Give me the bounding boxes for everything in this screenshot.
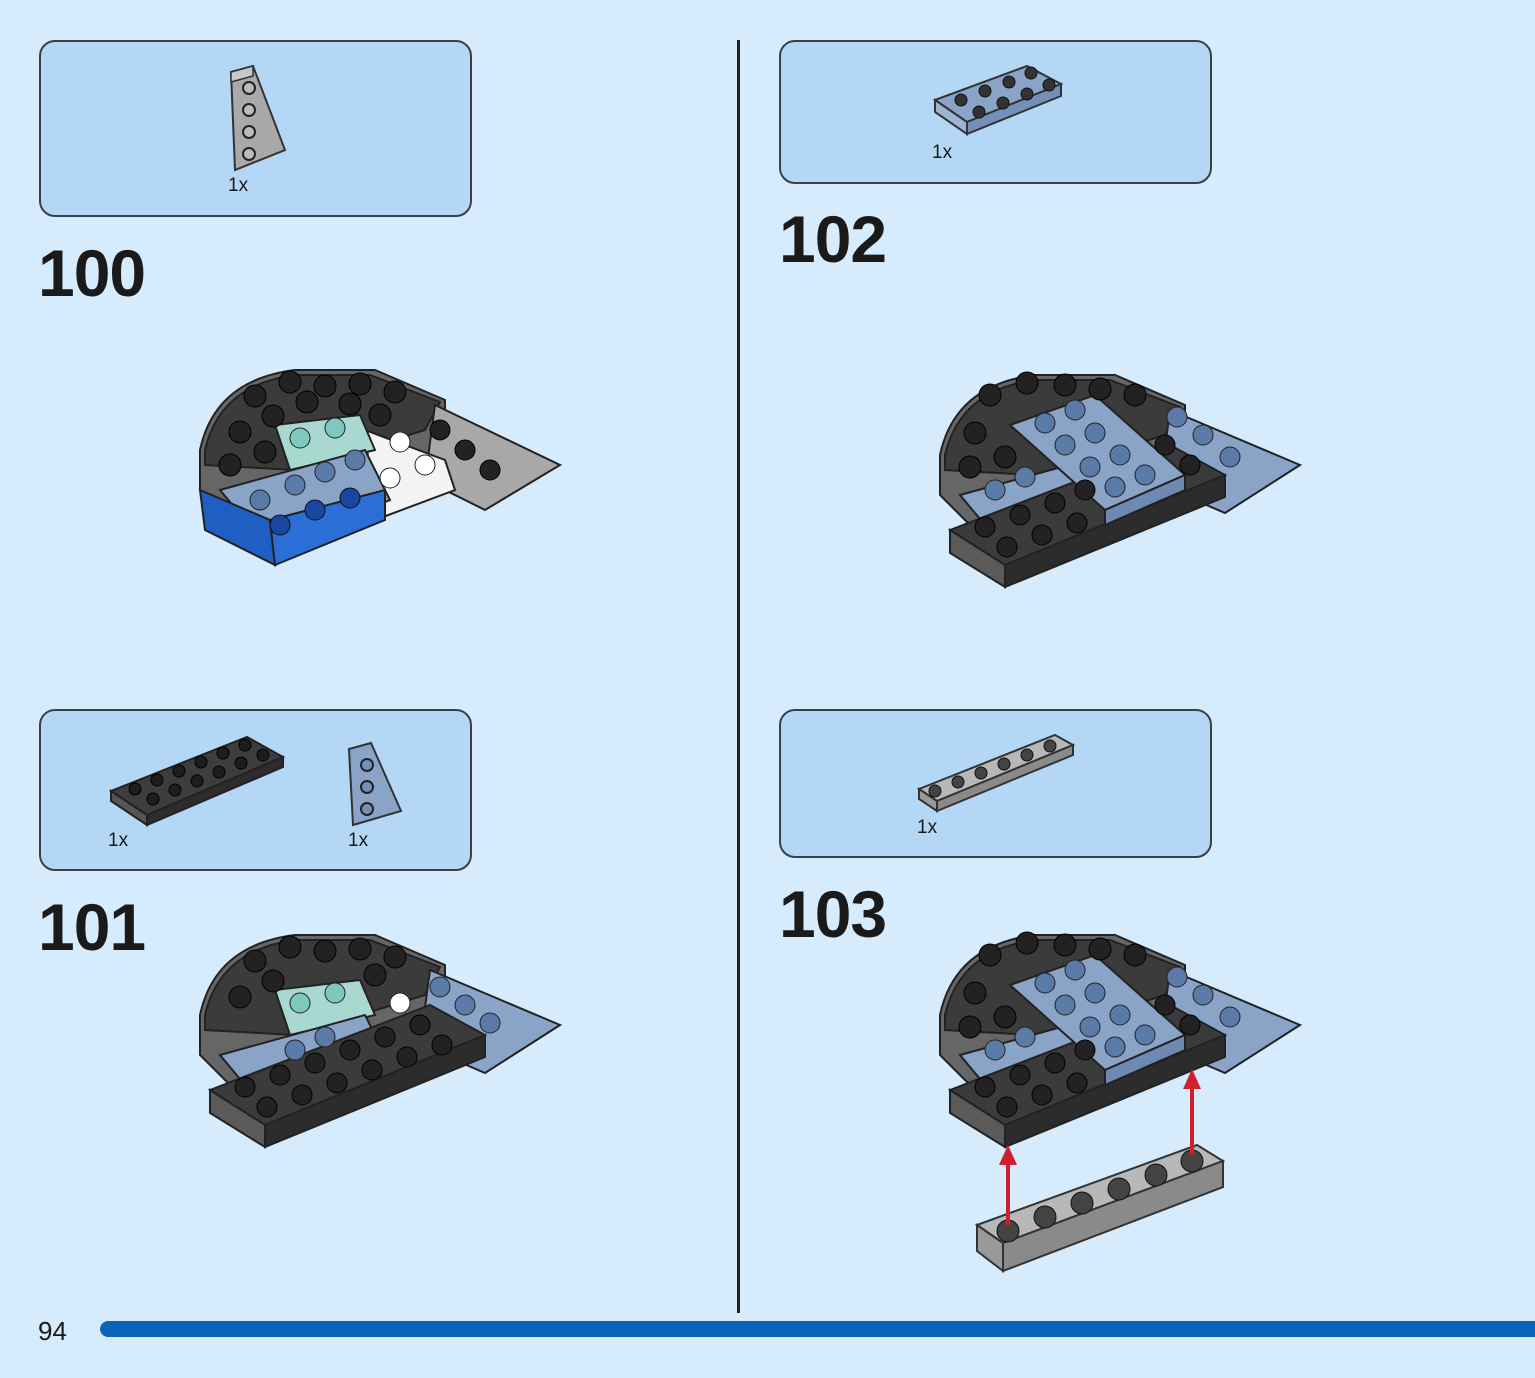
arrow-up-icon	[999, 1145, 1017, 1225]
step-number-102: 102	[779, 202, 887, 276]
step-number-101: 101	[38, 890, 146, 964]
part-quantity: 1x	[348, 830, 369, 851]
progress-bar	[100, 1321, 1535, 1337]
progress-bar-fill	[100, 1321, 1535, 1337]
wedge-plate-light-gray-icon	[229, 64, 287, 172]
part-quantity: 1x	[108, 830, 129, 851]
column-divider	[737, 40, 740, 1313]
step-number-100: 100	[38, 236, 146, 310]
plate-2x4-sand-blue-icon	[932, 64, 1064, 136]
part-quantity: 1x	[228, 175, 249, 196]
step-number-103: 103	[779, 877, 887, 951]
plate-2x6-black-icon	[108, 735, 286, 827]
model-step-101	[199, 934, 563, 1149]
part-quantity: 1x	[917, 817, 938, 838]
model-step-100	[198, 369, 563, 567]
parts-box-step-102: 1x	[779, 40, 1212, 184]
arrow-up-icon	[1183, 1069, 1201, 1155]
plate-1x6-light-gray-icon	[916, 733, 1076, 813]
wedge-plate-sand-blue-icon	[347, 741, 403, 827]
parts-box-step-103: 1x	[779, 709, 1212, 858]
part-quantity: 1x	[932, 142, 953, 163]
parts-box-step-100: 1x	[39, 40, 472, 217]
parts-box-step-101: 1x 1x	[39, 709, 472, 871]
model-step-102	[939, 371, 1303, 589]
model-step-103	[939, 931, 1303, 1274]
page-number: 94	[38, 1316, 67, 1346]
